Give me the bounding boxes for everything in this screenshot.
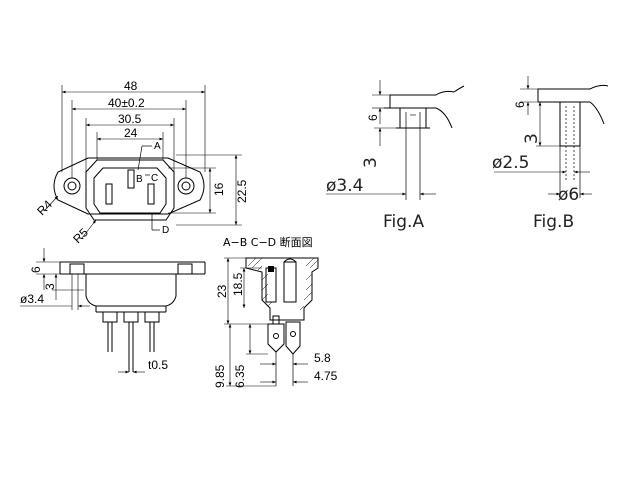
dim-height-inner: 16 xyxy=(212,182,226,196)
section-label-c: C xyxy=(151,173,158,184)
pin-center xyxy=(127,169,135,189)
dim-overall-width: 48 xyxy=(124,79,138,93)
fig-b-dim-step: 3 xyxy=(522,133,542,144)
fig-b-label: Fig.B xyxy=(533,212,574,232)
section-hatch xyxy=(247,257,319,311)
fig-a-label: Fig.A xyxy=(383,212,424,232)
fig-b-dim-outer: ø6 xyxy=(558,185,579,205)
dim-cutout-width: 24 xyxy=(124,126,138,140)
section-dim-terminal-short: 6.35 xyxy=(233,364,247,388)
pin-right xyxy=(147,183,155,205)
side-view: 6 3 ø3.4 t0.5 xyxy=(20,248,206,374)
dim-radius-inner: R5 xyxy=(70,225,91,246)
fig-b-dim-top: 6 xyxy=(513,101,527,108)
fig-b: 6 3 ø2.5 ø6 Fig.B xyxy=(492,76,609,232)
dim-radius-outer: R4 xyxy=(34,197,55,218)
section-dim-total-height: 23 xyxy=(215,284,229,298)
fig-a-dim-hole: ø3.4 xyxy=(326,176,363,196)
side-dim-terminal-thickness: t0.5 xyxy=(148,358,168,372)
front-view: 48 40±0.2 30.5 24 22.5 16 R4 R5 A B C xyxy=(34,79,249,246)
section-label-a: A xyxy=(154,141,161,152)
section-dim-pitch-a: 5.8 xyxy=(314,351,331,365)
fig-a-dim-step: 3 xyxy=(361,157,381,168)
mount-hole-left xyxy=(63,177,81,195)
section-dim-body-depth: 18.5 xyxy=(231,272,245,296)
side-dim-flange: 6 xyxy=(29,266,43,273)
body-outline xyxy=(85,159,175,221)
side-dim-step: 3 xyxy=(43,283,57,290)
side-dim-hole: ø3.4 xyxy=(20,292,44,306)
fig-a: 6 3 ø3.4 Fig.A xyxy=(326,80,465,232)
section-view: A−B C−D 断面図 xyxy=(213,235,338,388)
section-label-b: B xyxy=(136,174,143,185)
section-dim-pitch-b: 4.75 xyxy=(314,369,338,383)
dim-mount-pitch: 40±0.2 xyxy=(108,96,145,110)
fig-a-dim-top: 6 xyxy=(366,114,380,121)
section-caption: A−B C−D 断面図 xyxy=(223,235,313,249)
inlet-cavity xyxy=(93,167,167,214)
dim-height-outer: 22.5 xyxy=(235,179,249,203)
section-label-d: D xyxy=(162,225,169,236)
section-dim-terminal-long: 9.85 xyxy=(213,364,227,388)
mount-hole-right xyxy=(177,177,195,195)
pin-tab xyxy=(268,266,274,272)
flange-outline xyxy=(53,157,205,215)
pin-left xyxy=(105,183,113,205)
fig-b-dim-inner: ø2.5 xyxy=(492,153,529,173)
dim-body-width: 30.5 xyxy=(118,112,142,126)
